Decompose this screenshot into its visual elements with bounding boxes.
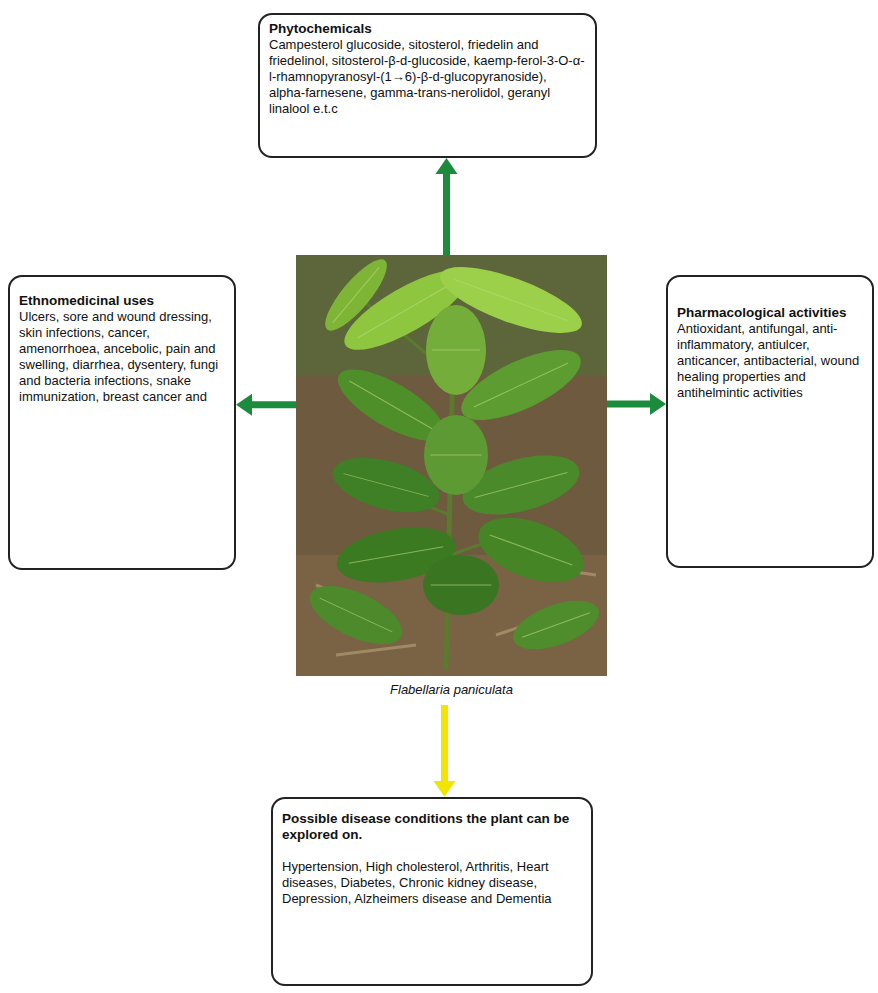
box-body: Campesterol glucoside, sitosterol, fried… (269, 37, 586, 117)
arrow-connector (236, 394, 296, 416)
arrow-connector (607, 393, 666, 415)
box-body: Hypertension, High cholesterol, Arthriti… (282, 859, 582, 907)
info-box: Pharmacological activitiesAntioxidant, a… (666, 275, 874, 568)
plant-photo: Flabellaria paniculata (296, 255, 607, 705)
box-heading: Pharmacological activities (677, 305, 863, 321)
photo-caption: Flabellaria paniculata (296, 682, 607, 698)
box-heading: Possible disease conditions the plant ca… (282, 811, 582, 843)
box-body: Antioxidant, antifungal, anti-inflammato… (677, 321, 863, 401)
info-box: PhytochemicalsCampesterol glucoside, sit… (258, 13, 597, 158)
box-heading: Ethnomedicinal uses (19, 293, 225, 309)
arrow-connector (434, 705, 456, 797)
arrow-connector (436, 158, 458, 255)
box-body: Ulcers, sore and wound dressing, skin in… (19, 309, 225, 405)
info-box: Ethnomedicinal usesUlcers, sore and woun… (8, 275, 236, 570)
info-box: Possible disease conditions the plant ca… (271, 797, 593, 986)
box-heading: Phytochemicals (269, 21, 586, 37)
plant-illustration (296, 255, 607, 676)
